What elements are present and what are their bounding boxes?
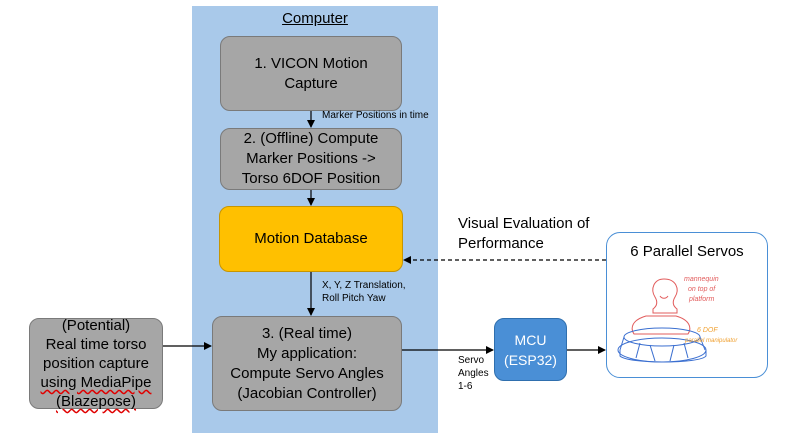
servo-platform-sketch: mannequin on top of platform 6 DOF paral… <box>617 276 738 363</box>
realtime-line-4: (Jacobian Controller) <box>237 384 377 402</box>
xyz-line-2: Roll Pitch Yaw <box>322 293 386 304</box>
potential-line-2: Real time torso <box>45 336 147 353</box>
realtime-line-1: 3. (Real time) <box>261 324 352 342</box>
offline-compute-box: 2. (Offline) Compute Marker Positions ->… <box>220 128 402 190</box>
sketch-note-manipulator-1: 6 DOF <box>697 327 718 334</box>
vicon-line-1: 1. VICON Motion <box>254 54 368 72</box>
potential-capture-box: (Potential) Real time torso position cap… <box>29 317 163 411</box>
mcu-line-2: (ESP32) <box>504 351 557 368</box>
realtime-line-2: My application: <box>256 344 358 362</box>
motion-database-label: Motion Database <box>254 230 368 247</box>
visual-evaluation-line-2: Performance <box>458 235 544 252</box>
xyz-line-1: X, Y, Z Translation, <box>322 280 406 291</box>
offline-line-3: Torso 6DOF Position <box>241 170 381 187</box>
potential-line-4-text: using MediaPipe <box>40 374 152 391</box>
offline-line-2: Marker Positions -> <box>246 150 376 167</box>
sketch-note-mannequin-1: mannequin <box>684 276 719 283</box>
visual-evaluation-label: Visual Evaluation of Performance <box>458 214 589 254</box>
platform-sketch <box>617 327 707 363</box>
potential-line-3: position capture <box>43 355 149 372</box>
servo-angles-line-2: Angles <box>458 368 489 379</box>
sketch-note-mannequin-3: platform <box>688 296 714 303</box>
potential-line-4: using MediaPipe <box>41 373 152 392</box>
servo-angles-label: Servo Angles 1-6 <box>458 354 489 393</box>
potential-line-1: (Potential) <box>61 317 131 334</box>
computer-title: Computer <box>282 10 348 27</box>
mcu-box: MCU (ESP32) <box>494 318 567 381</box>
realtime-application-box: 3. (Real time) My application: Compute S… <box>212 316 402 411</box>
mcu-line-1: MCU <box>514 331 547 348</box>
potential-line-5: (Blazepose) <box>41 392 152 411</box>
servo-angles-line-1: Servo <box>458 355 485 366</box>
potential-line-5-text: (Blazepose) <box>55 393 137 410</box>
vicon-capture-box: 1. VICON Motion Capture <box>220 36 402 111</box>
offline-line-1: 2. (Offline) Compute <box>243 130 379 147</box>
sketch-note-manipulator-2: parallel manipulator <box>684 338 738 344</box>
mannequin-sketch <box>631 278 691 335</box>
visual-evaluation-line-1: Visual Evaluation of <box>458 215 590 232</box>
parallel-servos-title: 6 Parallel Servos <box>630 243 744 260</box>
servo-angles-line-3: 1-6 <box>458 381 473 392</box>
marker-positions-label: Marker Positions in time <box>322 110 429 121</box>
xyz-translation-label: X, Y, Z Translation, Roll Pitch Yaw <box>322 279 406 305</box>
motion-database-box: Motion Database <box>219 206 403 272</box>
realtime-line-3: Compute Servo Angles <box>230 364 384 382</box>
sketch-note-mannequin-2: on top of <box>688 286 716 293</box>
vicon-line-2: Capture <box>284 74 338 92</box>
